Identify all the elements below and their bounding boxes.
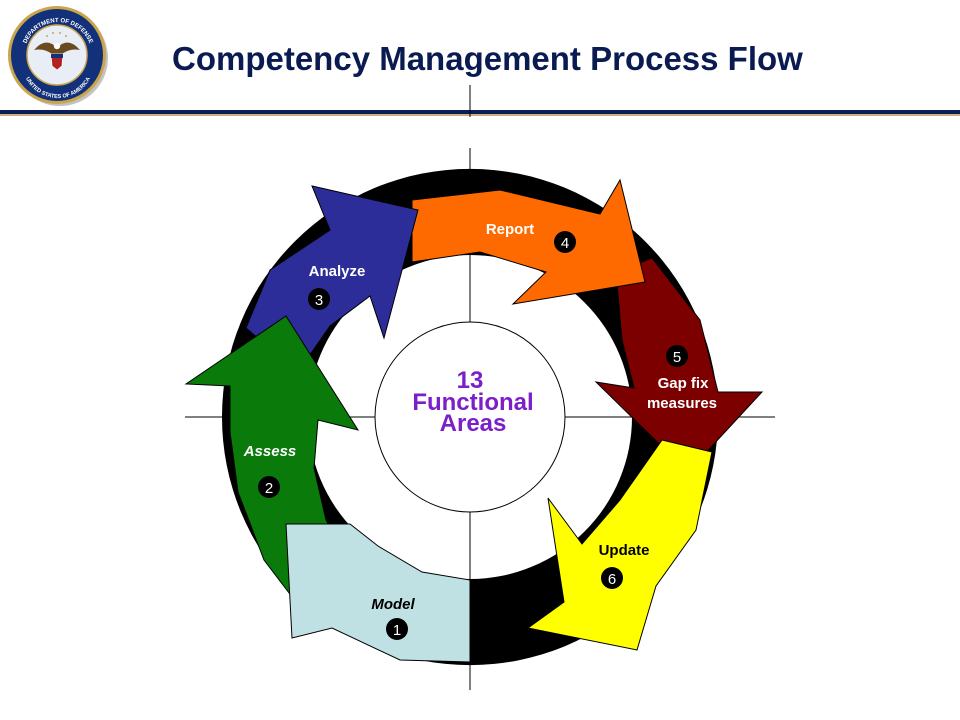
stage-5-label: Gap fix — [658, 375, 710, 392]
stage-5-number: 5 — [673, 349, 681, 366]
stage-5-number-badge: 5 — [666, 345, 688, 367]
stage-1-number: 1 — [393, 622, 401, 639]
stage-4-arrow — [411, 178, 646, 305]
stage-1-number-badge: 1 — [386, 618, 408, 640]
stage-3-number-badge: 3 — [308, 288, 330, 310]
stage-4-number-badge: 4 — [554, 231, 576, 253]
stage-1-label: Model — [371, 596, 415, 613]
stage-3-label: Analyze — [309, 263, 366, 280]
stage-4-label: Report — [486, 221, 534, 238]
stage-1-arrow — [285, 523, 471, 663]
stage-2-number: 2 — [265, 480, 273, 497]
header-rule — [0, 110, 960, 114]
stage-6-arrow — [526, 439, 713, 651]
header-accent-rule — [0, 114, 960, 116]
stage-6-number: 6 — [608, 571, 616, 588]
stage-6-label: Update — [599, 542, 650, 559]
stage-5-label-line2: measures — [647, 395, 717, 412]
stage-2-number-badge: 2 — [258, 476, 280, 498]
center-circle — [374, 321, 566, 513]
stage-4-number: 4 — [561, 235, 569, 252]
center-label-line2: Functional — [412, 389, 533, 416]
page-title: Competency Management Process Flow — [172, 40, 803, 77]
stage-6-number-badge: 6 — [601, 567, 623, 589]
dod-seal-icon: DEPARTMENT OF DEFENSE UNITED STATES OF A… — [8, 6, 108, 106]
stage-2-label: Assess — [243, 443, 297, 460]
center-label-line3: Areas — [440, 410, 507, 437]
stage-3-number: 3 — [315, 292, 323, 309]
center-label-line1: 13 — [457, 367, 484, 394]
